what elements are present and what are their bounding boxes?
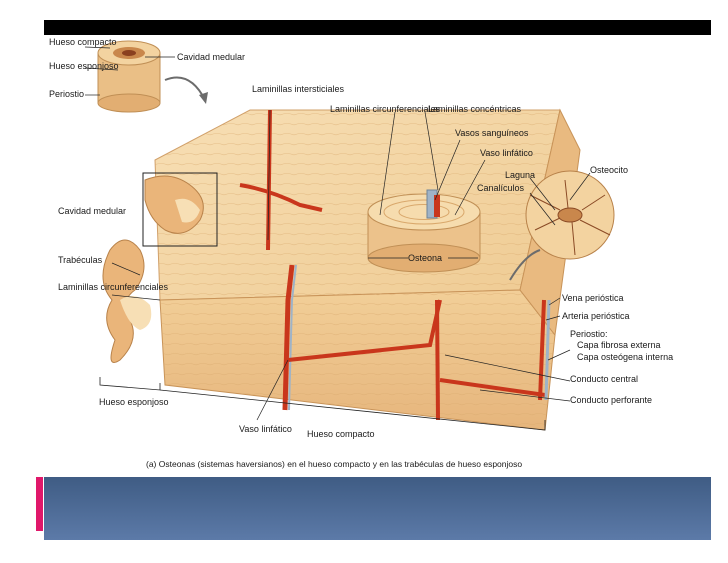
label-arteria-periostica: Arteria perióstica: [562, 311, 630, 321]
spongy-bone-trabeculae: [102, 175, 204, 363]
label-trabeculas: Trabéculas: [58, 255, 103, 265]
labels: Hueso compacto Hueso esponjoso Periostio…: [49, 37, 673, 469]
label-periostio-right: Periostio:: [570, 329, 608, 339]
label-hueso-esponjoso-top: Hueso esponjoso: [49, 61, 119, 71]
label-canaliculos: Canalículos: [477, 183, 525, 193]
bracket-lines: [99, 377, 546, 431]
slide-bottom-band: [44, 477, 711, 540]
label-laminillas-circunferenciales-top: Laminillas circunferenciales: [330, 104, 441, 114]
label-laguna: Laguna: [505, 170, 535, 180]
osteon-cylinder: [367, 189, 481, 273]
label-vena-periostica: Vena perióstica: [562, 293, 624, 303]
label-hueso-esponjoso-bottom: Hueso esponjoso: [99, 397, 169, 407]
slide-top-bar: [44, 20, 711, 35]
label-conducto-perforante: Conducto perforante: [570, 395, 652, 405]
label-hueso-compacto-top: Hueso compacto: [49, 37, 117, 47]
label-laminillas-concentricas: Laminillas concéntricas: [428, 104, 522, 114]
label-vasos-sanguineos: Vasos sanguíneos: [455, 128, 529, 138]
label-hueso-compacto-bottom: Hueso compacto: [307, 429, 375, 439]
zoom-arrow-icon-2: [509, 249, 541, 281]
label-laminillas-circunferenciales-left: Laminillas circunferenciales: [58, 282, 169, 292]
label-osteocito: Osteocito: [590, 165, 628, 175]
zoom-arrow-icon: [164, 76, 206, 101]
label-laminillas-intersticiales: Laminillas intersticiales: [252, 84, 345, 94]
label-cavidad-medular-top: Cavidad medular: [177, 52, 245, 62]
osteocyte-detail: [525, 170, 615, 260]
label-osteona: Osteona: [408, 253, 442, 263]
label-vaso-linfatico-bottom: Vaso linfático: [239, 424, 292, 434]
bone-cylinder-icon: [97, 40, 161, 113]
slide-accent-bar: [36, 477, 43, 531]
label-conducto-central: Conducto central: [570, 374, 638, 384]
figure-caption: (a) Osteonas (sistemas haversianos) en e…: [146, 459, 522, 469]
leader-lines: [84, 46, 591, 421]
label-periostio-top: Periostio: [49, 89, 84, 99]
label-vaso-linfatico-top: Vaso linfático: [480, 148, 533, 158]
label-cavidad-medular-left: Cavidad medular: [58, 206, 126, 216]
label-capa-osteogena: Capa osteógena interna: [577, 352, 673, 362]
cavity-zoom-box: [142, 172, 218, 247]
label-capa-fibrosa: Capa fibrosa externa: [577, 340, 661, 350]
